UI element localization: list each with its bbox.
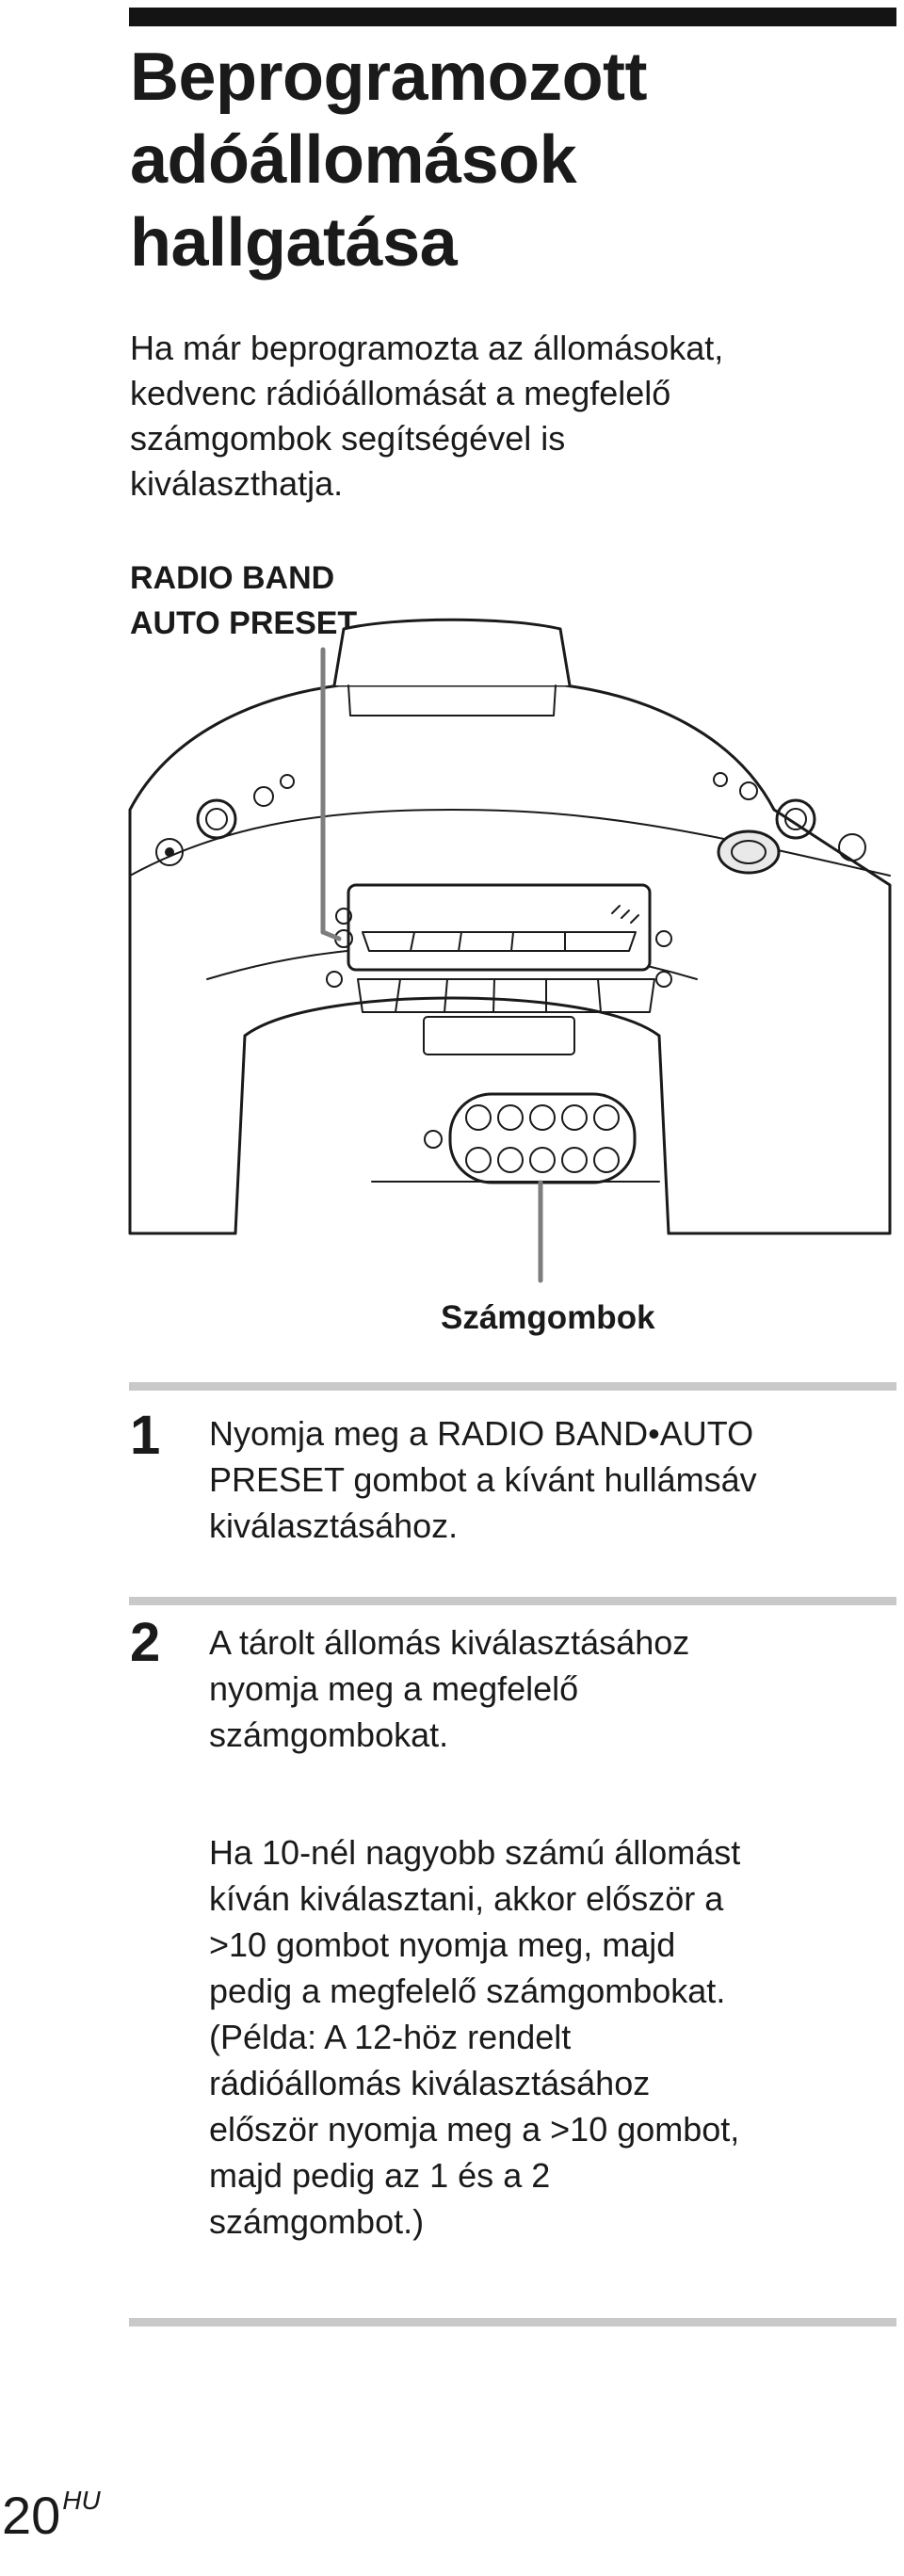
deck-right-button: [655, 930, 672, 947]
step-instruction: A tárolt állomás kiválasztásához nyomja …: [209, 1619, 887, 1758]
step-line: PRESET gombot a kívánt hullámsáv: [209, 1460, 757, 1499]
cd-lid-panel: [347, 684, 557, 716]
note-line: rádióállomás kiválasztásához: [209, 2064, 651, 2102]
page-title: Beprogramozott adóállomások hallgatása: [130, 36, 883, 284]
left-button: [253, 786, 274, 807]
upper-keys: [362, 931, 637, 952]
intro-line: kiválaszthatja.: [130, 464, 344, 503]
lower-left-button: [326, 971, 343, 988]
jog-dial-center: [731, 840, 767, 864]
intro-line: kedvenc rádióállomását a megfelelő: [130, 374, 671, 412]
step-line: kiválasztásához.: [209, 1506, 459, 1545]
deck-side-button: [335, 908, 352, 925]
step-number: 2: [130, 1612, 161, 1673]
note-line: számgombot.): [209, 2202, 425, 2241]
page-number-value: 20: [2, 2486, 61, 2545]
title-line: hallgatása: [130, 205, 458, 281]
step-note: Ha 10-nél nagyobb számú állomást kíván k…: [209, 1829, 887, 2245]
note-line: majd pedig az 1 és a 2: [209, 2156, 551, 2195]
step-line: nyomja meg a megfelelő: [209, 1669, 579, 1708]
number-button: [561, 1147, 588, 1173]
number-button: [529, 1147, 556, 1173]
note-line: >10 gombot nyomja meg, majd: [209, 1925, 676, 1964]
boombox-illustration: [128, 618, 892, 1283]
lower-keys: [357, 978, 655, 1013]
cassette-deck: [347, 883, 652, 972]
number-button: [529, 1104, 556, 1131]
step-line: számgombokat.: [209, 1715, 449, 1754]
number-button: [593, 1104, 620, 1131]
section-divider: [129, 1382, 896, 1391]
top-rule: [129, 8, 896, 26]
title-line: Beprogramozott: [130, 40, 648, 115]
number-button: [561, 1104, 588, 1131]
note-line: kíván kiválasztani, akkor először a: [209, 1879, 724, 1918]
section-divider: [129, 1597, 896, 1605]
right-small-button: [739, 781, 758, 800]
callout-line: AUTO PRESET: [130, 605, 358, 641]
left-dial: [155, 838, 184, 866]
number-button: [593, 1147, 620, 1173]
language-code: HU: [62, 2486, 101, 2515]
left-knob-large: [196, 798, 237, 840]
step-line: A tárolt állomás kiválasztásához: [209, 1623, 690, 1662]
intro-line: számgombok segítségével is: [130, 419, 566, 458]
display-window: [423, 1016, 575, 1055]
step-number: 1: [130, 1405, 161, 1466]
step-instruction: Nyomja meg a RADIO BAND•AUTO PRESET gomb…: [209, 1410, 887, 1549]
radio-band-leader-end: [320, 929, 342, 942]
note-line: (Példa: A 12-höz rendelt: [209, 2018, 572, 2056]
callout-line: RADIO BAND: [130, 560, 335, 596]
jog-dial: [717, 829, 781, 875]
intro-paragraph: Ha már beprogramozta az állomásokat, ked…: [130, 326, 883, 507]
note-line: először nyomja meg a >10 gombot,: [209, 2110, 740, 2149]
note-line: pedig a megfelelő számgombokat.: [209, 1972, 726, 2010]
title-line: adóállomások: [130, 122, 577, 198]
right-tiny-button: [713, 772, 728, 787]
number-button: [497, 1104, 524, 1131]
radio-band-callout-label: RADIO BAND AUTO PRESET: [130, 555, 357, 646]
number-button: [497, 1147, 524, 1173]
left-small-button: [280, 774, 295, 789]
note-line: Ha 10-nél nagyobb számú állomást: [209, 1833, 741, 1872]
right-knob-inner: [784, 808, 807, 830]
intro-line: Ha már beprogramozta az állomásokat,: [130, 329, 724, 367]
deck-vents: [611, 905, 639, 924]
deck-right-button-2: [655, 971, 672, 988]
section-divider: [129, 2318, 896, 2326]
left-knob-inner: [205, 808, 228, 830]
cd-lid: [332, 618, 572, 687]
left-dial-inner: [165, 847, 174, 857]
page-number: 20HU: [2, 2472, 101, 2544]
number-buttons-callout-label: Számgombok: [441, 1299, 655, 1336]
number-button: [465, 1147, 492, 1173]
panel-side-button: [424, 1130, 443, 1149]
right-knob-large: [775, 798, 816, 840]
step-line: Nyomja meg a RADIO BAND•AUTO: [209, 1414, 754, 1453]
right-edge-button: [838, 833, 866, 861]
number-button: [465, 1104, 492, 1131]
